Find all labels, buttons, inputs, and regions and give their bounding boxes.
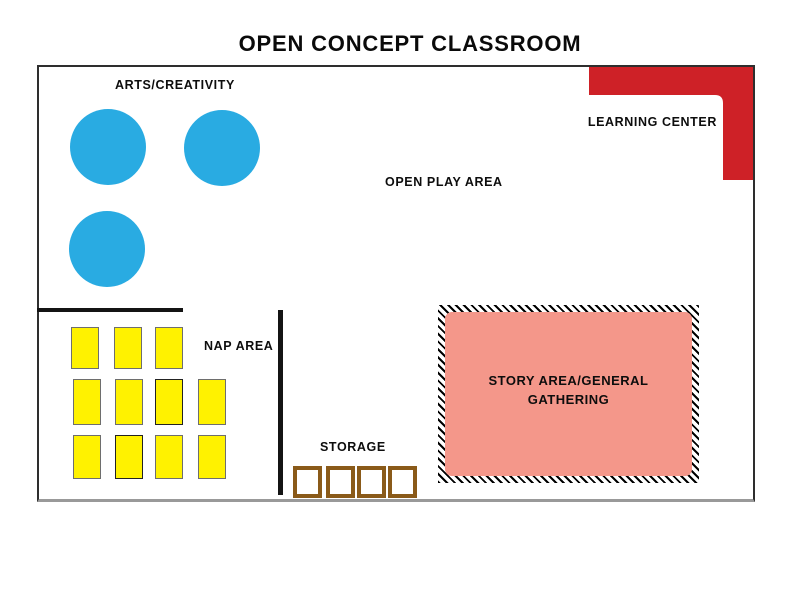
storage-bin — [326, 466, 355, 498]
page-title: OPEN CONCEPT CLASSROOM — [238, 31, 582, 56]
nap-mat — [115, 435, 143, 479]
art-table-circle — [184, 110, 260, 186]
nap-mat — [155, 435, 183, 479]
nap-mat — [155, 379, 183, 425]
story-area-rect: STORY AREA/GENERAL GATHERING — [445, 312, 692, 476]
storage-bin — [388, 466, 417, 498]
art-table-circle — [69, 211, 145, 287]
storage-bin — [357, 466, 386, 498]
label-learning-center: LEARNING CENTER — [587, 115, 717, 129]
storage-bin — [293, 466, 322, 498]
nap-mat — [73, 435, 101, 479]
label-story-area-line2: GATHERING — [527, 392, 610, 407]
nap-area-wall-vertical — [278, 310, 283, 495]
label-open-play-area: OPEN PLAY AREA — [385, 175, 503, 189]
classroom-outline: ARTS/CREATIVITY LEARNING CENTER OPEN PLA… — [37, 65, 755, 502]
art-table-circle — [70, 109, 146, 185]
label-story-area: STORY AREA/GENERAL GATHERING — [489, 372, 649, 410]
nap-mat — [71, 327, 99, 369]
nap-area-wall-horizontal — [37, 308, 183, 312]
label-story-area-line1: STORY AREA/GENERAL — [488, 373, 649, 389]
nap-mat — [198, 379, 226, 425]
label-storage: STORAGE — [320, 440, 386, 454]
nap-mat — [114, 327, 142, 369]
nap-mat — [198, 435, 226, 479]
learning-center-shape — [589, 67, 753, 180]
story-area-hatched-border: STORY AREA/GENERAL GATHERING — [438, 305, 699, 483]
label-nap-area: NAP AREA — [204, 339, 274, 353]
nap-mat — [73, 379, 101, 425]
nap-mat — [115, 379, 143, 425]
nap-mat — [155, 327, 183, 369]
label-arts-creativity: ARTS/CREATIVITY — [115, 78, 235, 92]
